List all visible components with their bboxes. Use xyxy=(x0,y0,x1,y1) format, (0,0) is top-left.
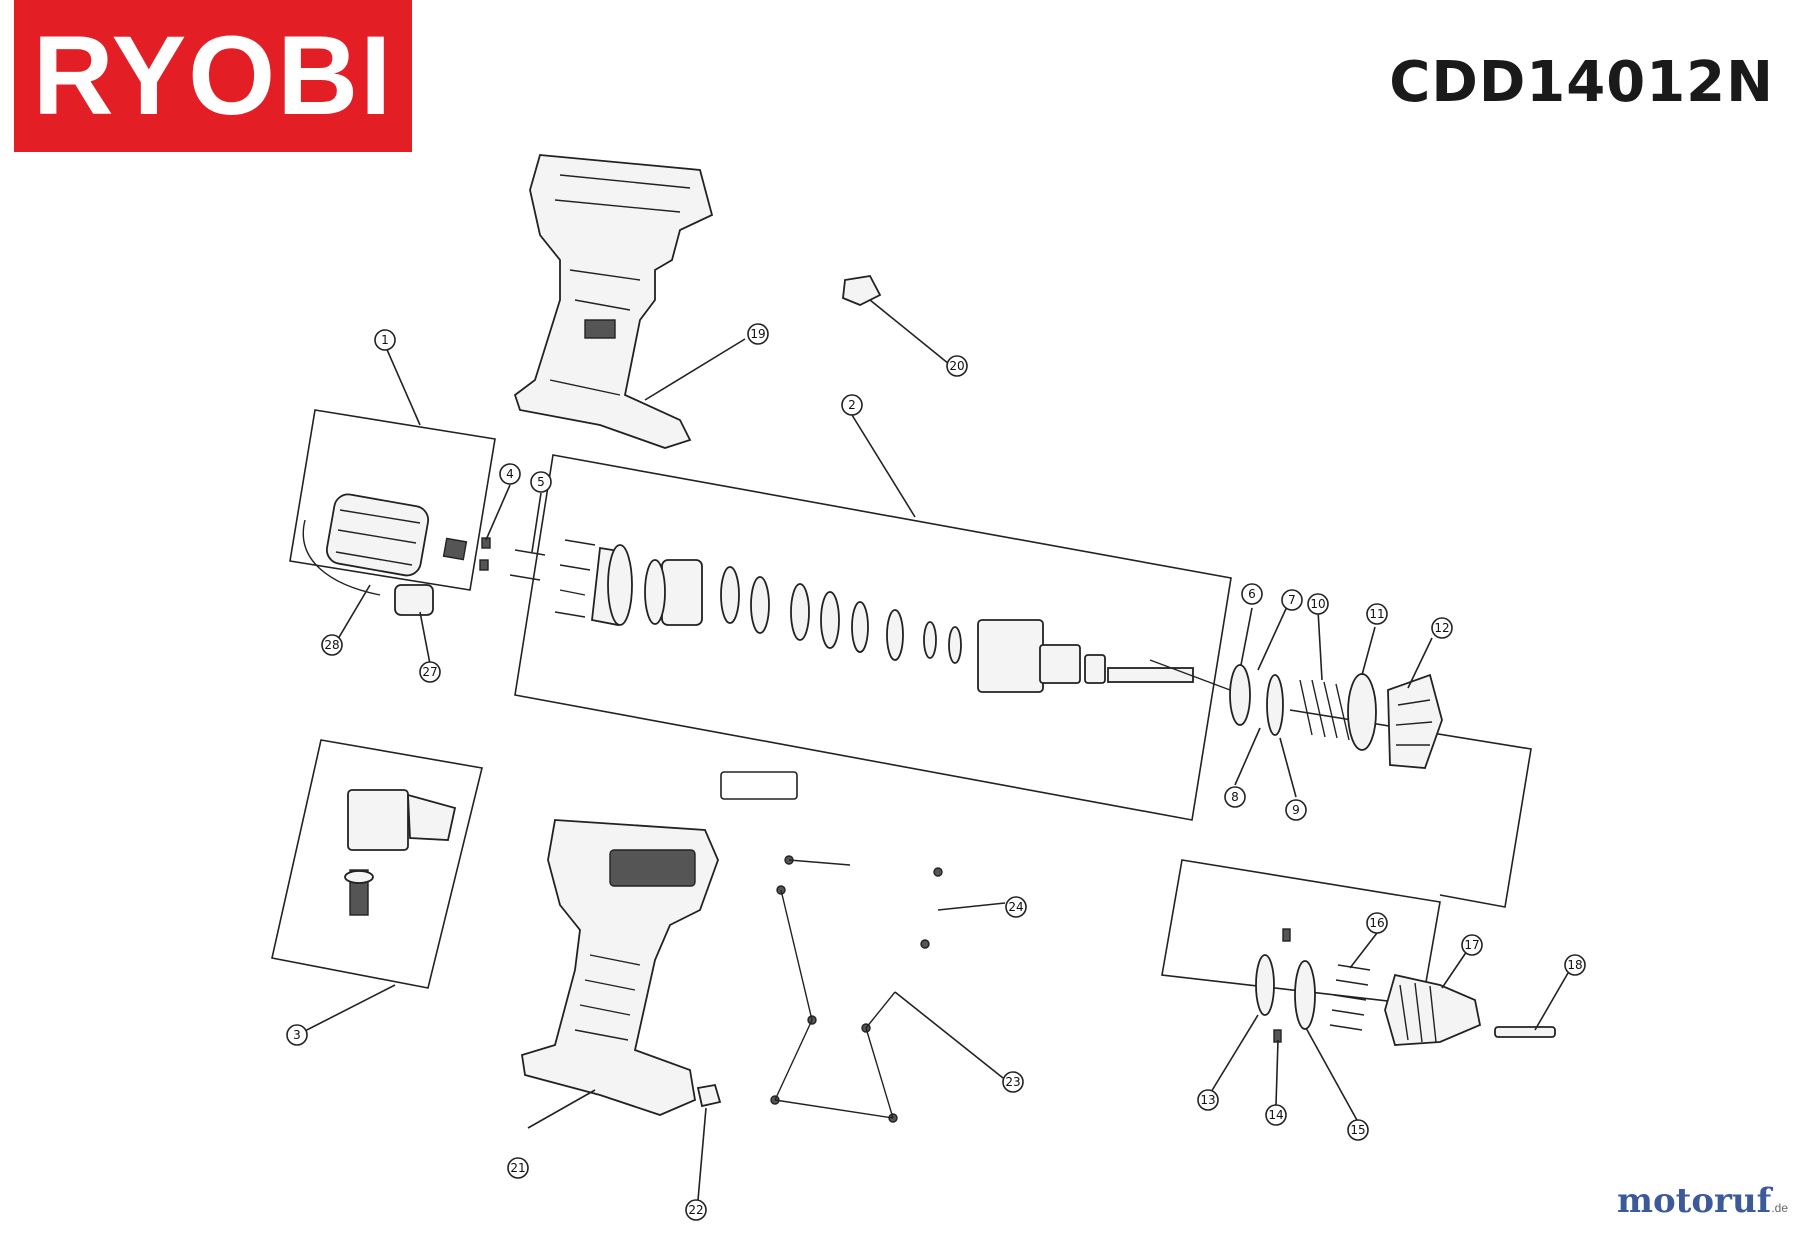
callout-23-label: 23 xyxy=(1005,1075,1020,1089)
callout-21-label: 21 xyxy=(510,1161,525,1175)
model-number: CDD14012N xyxy=(1389,50,1774,115)
callout-14: 14 xyxy=(1265,1104,1287,1126)
callout-19-label: 19 xyxy=(750,327,765,341)
callout-24: 24 xyxy=(1005,896,1027,918)
callout-17-label: 17 xyxy=(1464,938,1479,952)
callout-27: 27 xyxy=(419,661,441,683)
watermark: motoruf.de xyxy=(1617,1181,1788,1221)
brush-parts xyxy=(479,537,546,581)
callout-24-label: 24 xyxy=(1008,900,1023,914)
callout-22-label: 22 xyxy=(688,1203,703,1217)
logo-text: RYOBI xyxy=(32,13,394,138)
leader-lines xyxy=(296,299,1569,1201)
callout-12: 12 xyxy=(1431,617,1453,639)
chuck-parts xyxy=(1255,928,1556,1046)
callout-3-label: 3 xyxy=(293,1028,301,1042)
callout-16: 16 xyxy=(1366,912,1388,934)
callout-2: 2 xyxy=(841,394,863,416)
callout-10: 10 xyxy=(1307,593,1329,615)
callout-19: 19 xyxy=(747,323,769,345)
callout-22: 22 xyxy=(685,1199,707,1221)
part-22 xyxy=(696,1083,722,1108)
callout-28-label: 28 xyxy=(324,638,339,652)
label-plate xyxy=(720,771,798,800)
callout-18: 18 xyxy=(1564,954,1586,976)
screws xyxy=(770,855,943,1123)
callout-13-label: 13 xyxy=(1200,1093,1215,1107)
callout-17: 17 xyxy=(1461,934,1483,956)
callout-5: 5 xyxy=(530,471,552,493)
ryobi-logo: RYOBI xyxy=(14,0,412,152)
callout-5-label: 5 xyxy=(537,475,545,489)
watermark-tld: .de xyxy=(1771,1201,1788,1215)
callout-11: 11 xyxy=(1366,603,1388,625)
housing-half-right xyxy=(520,819,719,1116)
motor-assembly-frame xyxy=(289,409,496,591)
switch-assembly-frame xyxy=(271,739,483,989)
callout-28: 28 xyxy=(321,634,343,656)
callout-7: 7 xyxy=(1281,589,1303,611)
callout-2-label: 2 xyxy=(848,398,856,412)
callout-27-label: 27 xyxy=(422,665,437,679)
callout-13: 13 xyxy=(1197,1089,1219,1111)
callout-20-label: 20 xyxy=(949,359,964,373)
housing-half-left xyxy=(513,154,714,449)
watermark-name: motoruf xyxy=(1617,1181,1772,1221)
motor xyxy=(302,493,468,616)
callout-23: 23 xyxy=(1002,1071,1024,1093)
callout-1-label: 1 xyxy=(381,333,389,347)
clutch-parts xyxy=(1229,664,1443,769)
callout-7-label: 7 xyxy=(1288,593,1296,607)
callout-6-label: 6 xyxy=(1248,587,1256,601)
trigger-switch xyxy=(344,789,457,916)
part-20 xyxy=(842,275,882,306)
callout-14-label: 14 xyxy=(1268,1108,1283,1122)
gearbox-assembly-frame xyxy=(514,454,1232,821)
callout-1: 1 xyxy=(374,329,396,351)
callout-10-label: 10 xyxy=(1310,597,1325,611)
callout-18-label: 18 xyxy=(1567,958,1582,972)
callout-15: 15 xyxy=(1347,1119,1369,1141)
callout-15-label: 15 xyxy=(1350,1123,1365,1137)
callout-8: 8 xyxy=(1224,786,1246,808)
callout-9: 9 xyxy=(1285,799,1307,821)
callout-20: 20 xyxy=(946,355,968,377)
callout-9-label: 9 xyxy=(1292,803,1300,817)
callout-11-label: 11 xyxy=(1369,607,1384,621)
callout-21: 21 xyxy=(507,1157,529,1179)
callout-8-label: 8 xyxy=(1231,790,1239,804)
callout-6: 6 xyxy=(1241,583,1263,605)
callout-12-label: 12 xyxy=(1434,621,1449,635)
callout-3: 3 xyxy=(286,1024,308,1046)
callout-16-label: 16 xyxy=(1369,916,1384,930)
callout-4: 4 xyxy=(499,463,521,485)
gearbox-parts xyxy=(554,539,1231,693)
callout-4-label: 4 xyxy=(506,467,514,481)
